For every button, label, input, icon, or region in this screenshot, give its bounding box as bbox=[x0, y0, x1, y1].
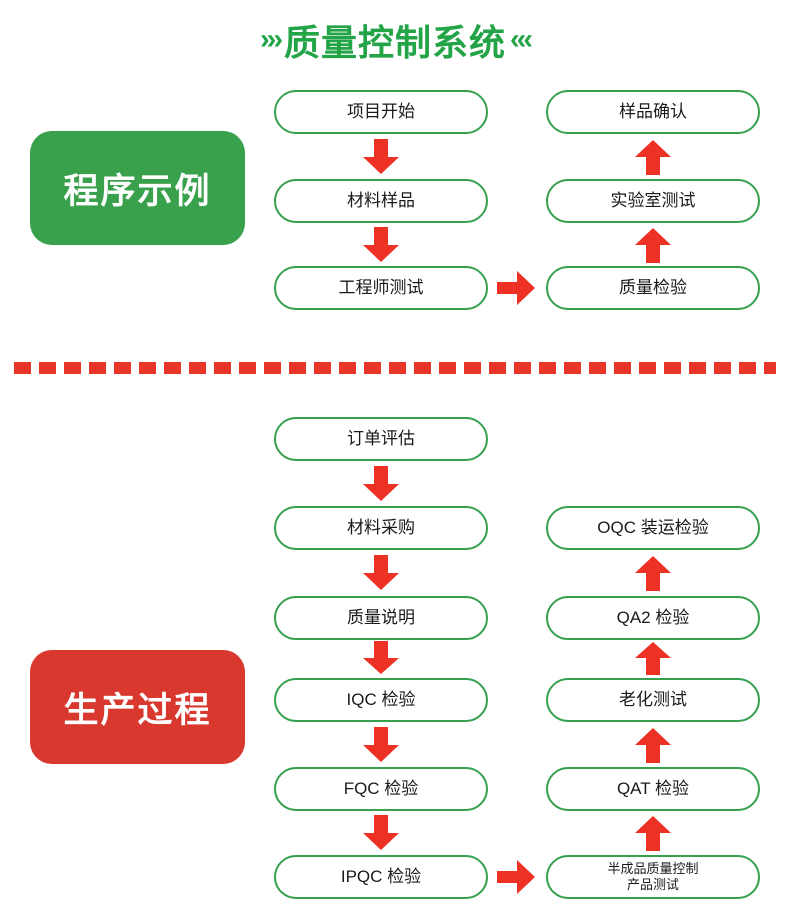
arrow-down-quality-spec-to-iqc-inspection bbox=[362, 641, 400, 675]
node-fqc-inspection[interactable]: FQC 检验 bbox=[274, 767, 488, 811]
node-project-start[interactable]: 项目开始 bbox=[274, 90, 488, 134]
arrow-down-material-sample-to-engineer-test bbox=[362, 227, 400, 263]
node-order-evaluation[interactable]: 订单评估 bbox=[274, 417, 488, 461]
arrow-up-semi-finished-to-qat-inspection bbox=[634, 815, 672, 851]
node-semi-finished-product-test-line1: 半成品质量控制 bbox=[607, 860, 699, 876]
title-text: 质量控制系统 bbox=[283, 22, 506, 63]
node-oqc-shipping-inspection[interactable]: OQC 装运检验 bbox=[546, 506, 760, 550]
node-engineer-test[interactable]: 工程师测试 bbox=[274, 266, 488, 310]
arrow-up-lab-test-to-sample-confirm bbox=[634, 139, 672, 175]
node-material-sample[interactable]: 材料样品 bbox=[274, 179, 488, 223]
arrow-down-material-purchase-to-quality-spec bbox=[362, 555, 400, 591]
section-label-production-process: 生产过程 bbox=[30, 650, 245, 764]
title-right-arrows-icon: ‹‹‹ bbox=[510, 23, 533, 56]
arrow-right-engineer-test-to-quality-inspection bbox=[497, 269, 537, 307]
arrow-up-aging-test-to-qa2-inspection bbox=[634, 641, 672, 675]
arrow-up-qat-to-aging-test bbox=[634, 727, 672, 763]
arrow-up-quality-inspection-to-lab-test bbox=[634, 227, 672, 263]
node-qa2-inspection[interactable]: QA2 检验 bbox=[546, 596, 760, 640]
node-aging-test[interactable]: 老化测试 bbox=[546, 678, 760, 722]
arrow-down-fqc-to-ipqc-inspection bbox=[362, 815, 400, 851]
section-divider bbox=[14, 362, 776, 374]
page-title: ›››质量控制系统‹‹‹ bbox=[0, 14, 790, 66]
node-qat-inspection[interactable]: QAT 检验 bbox=[546, 767, 760, 811]
node-semi-finished-product-test-line2: 产品测试 bbox=[626, 877, 679, 892]
node-sample-confirm[interactable]: 样品确认 bbox=[546, 90, 760, 134]
arrow-down-iqc-to-fqc-inspection bbox=[362, 727, 400, 763]
arrow-right-ipqc-to-semi-finished-product-test bbox=[497, 858, 537, 896]
arrow-up-qa2-to-oqc-inspection bbox=[634, 555, 672, 591]
node-iqc-inspection[interactable]: IQC 检验 bbox=[274, 678, 488, 722]
node-lab-test[interactable]: 实验室测试 bbox=[546, 179, 760, 223]
section-label-program-example: 程序示例 bbox=[30, 131, 245, 245]
arrow-down-order-evaluation-to-material-purchase bbox=[362, 466, 400, 502]
node-quality-spec[interactable]: 质量说明 bbox=[274, 596, 488, 640]
node-material-purchase[interactable]: 材料采购 bbox=[274, 506, 488, 550]
node-semi-finished-product-test[interactable]: 半成品质量控制 产品测试 bbox=[546, 855, 760, 899]
arrow-down-project-start-to-material-sample bbox=[362, 139, 400, 175]
title-left-arrows-icon: ››› bbox=[260, 23, 283, 56]
node-ipqc-inspection[interactable]: IPQC 检验 bbox=[274, 855, 488, 899]
node-quality-inspection[interactable]: 质量检验 bbox=[546, 266, 760, 310]
